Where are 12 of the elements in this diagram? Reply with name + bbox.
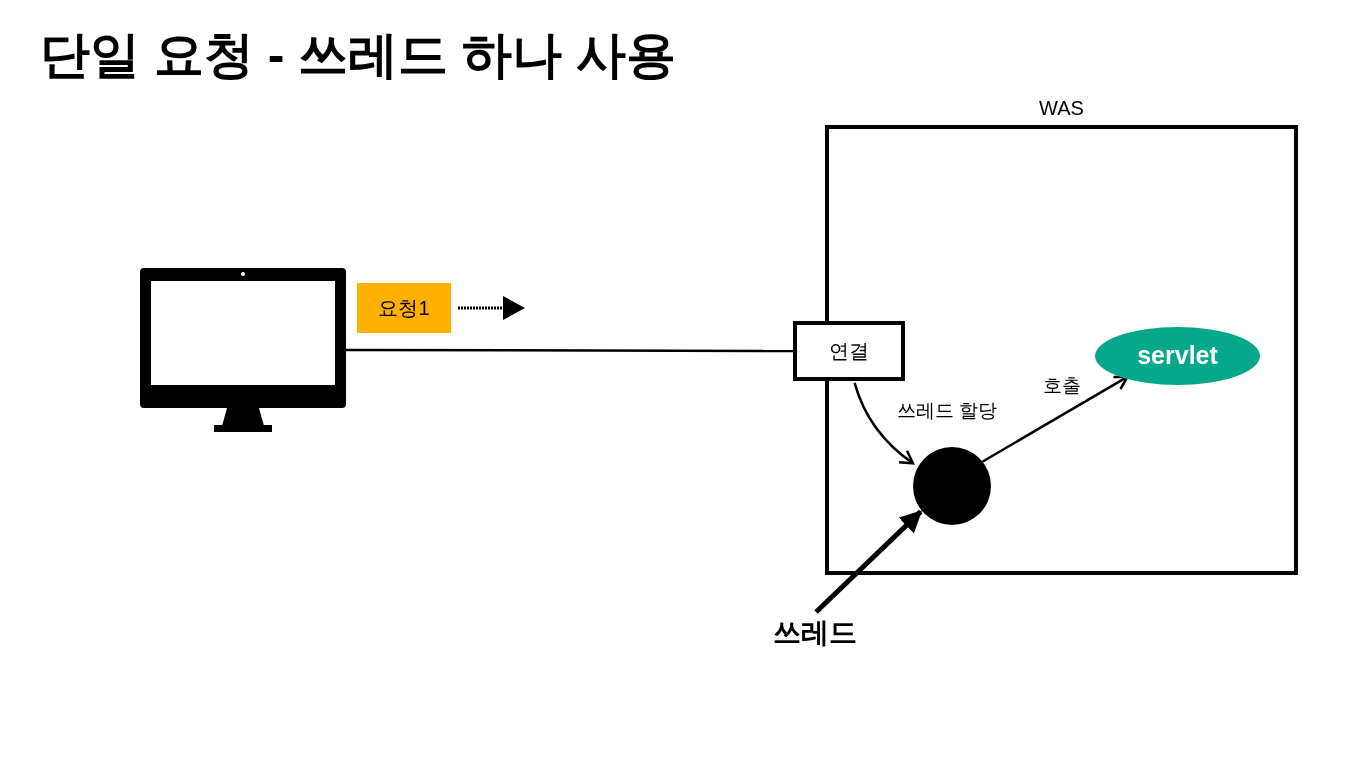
request-tag: 요청1 [357,283,451,333]
connector-line [346,348,793,353]
arrow [814,509,923,614]
frame-heading: WAS [1038,96,1085,121]
arrow [853,382,915,465]
servlet-ellipse: servlet [1095,327,1260,385]
thread-circle [913,447,991,525]
title: 단일 요청 - 쓰레드 하나 사용 [40,26,677,85]
arrow [981,375,1129,463]
thread-label: 쓰레드 [760,612,870,654]
connection-box: 연결 [793,321,905,381]
computer-drawing [140,268,346,432]
